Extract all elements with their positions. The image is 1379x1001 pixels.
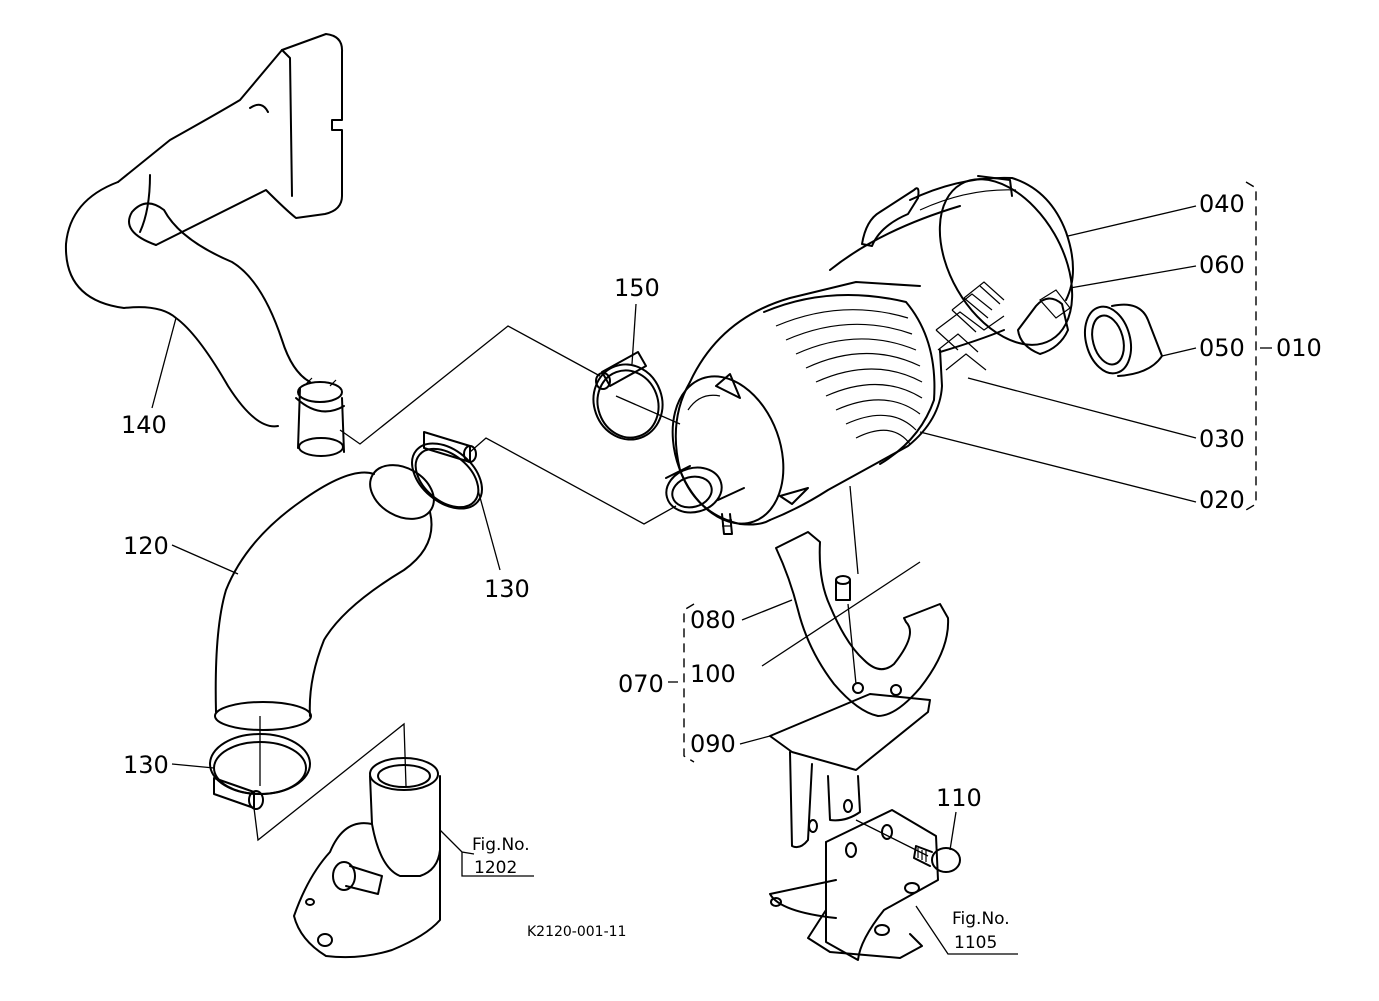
fig-ref-1105-number: 1105 [954,933,997,953]
pin-100 [835,575,851,601]
fig-ref-1202-title: Fig.No. [472,835,530,855]
label-110: 110 [936,784,982,812]
group-bracket-010 [1245,181,1257,511]
mounting-bracket-ref-1105 [769,809,939,961]
label-140: 140 [121,411,167,439]
turbo-elbow-ref-1202 [293,757,441,959]
routing-lines [253,325,929,857]
label-090: 090 [690,730,736,758]
air-cleaner-body-020 [665,281,943,535]
intake-duct-140 [64,33,345,457]
bolt-110 [913,845,961,873]
label-080: 080 [690,606,736,634]
element-030 [829,205,1005,371]
label-050: 050 [1199,334,1245,362]
band-080 [775,531,950,717]
fig-ref-1105-title: Fig.No. [952,909,1010,929]
label-040: 040 [1199,190,1245,218]
drawing-code: K2120-001-11 [527,924,626,940]
label-010: 010 [1276,334,1322,362]
leader-lines [151,205,1272,955]
label-070: 070 [618,670,664,698]
elbow-hose-120 [214,464,435,731]
label-100: 100 [690,660,736,688]
fig-ref-1202-number: 1202 [474,858,517,878]
label-120: 120 [123,532,169,560]
label-020: 020 [1199,486,1245,514]
label-150: 150 [614,274,660,302]
hose-clamp-150 [592,351,664,441]
group-bracket-070 [683,603,695,763]
end-cap-040 [909,175,1074,346]
part-labels: 140 150 120 130 130 040 060 050 010 030 … [121,190,1322,812]
hose-clamp-130-upper [411,431,483,510]
latch-060 [861,187,1071,355]
plate-090 [769,693,931,849]
label-030: 030 [1199,425,1245,453]
label-130-lower: 130 [123,751,169,779]
figure-references: Fig.No. 1202 Fig.No. 1105 K2120-001-11 [472,835,1010,953]
label-130-upper: 130 [484,575,530,603]
evacuator-valve-050 [1083,303,1163,377]
label-060: 060 [1199,251,1245,279]
